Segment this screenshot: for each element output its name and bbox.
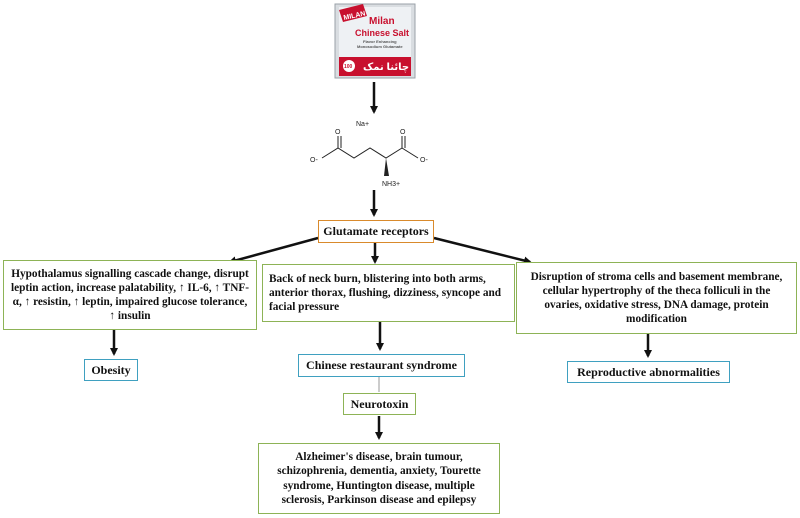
packet-urdu-label: چائنا نمک: [363, 62, 409, 73]
obesity-label: Obesity: [91, 362, 131, 377]
neurotoxin-node: Neurotoxin: [343, 393, 416, 415]
carboxyl-oxygen-left: O: [335, 129, 341, 136]
packet-tagline-1: Flavor Enhancing: [363, 39, 397, 44]
glutamate-receptors-label: Glutamate receptors: [323, 224, 429, 238]
ovary-disruption-text: Disruption of stroma cells and basement …: [530, 270, 783, 326]
glutamate-receptors-node: Glutamate receptors: [318, 220, 434, 243]
chinese-salt-packet-image: MILAN Milan Chinese Salt Flavor Enhancin…: [333, 2, 417, 80]
packet-tagline-2: Monosodium Glutamate: [357, 44, 403, 49]
symptoms-node: Back of neck burn, blistering into both …: [262, 264, 515, 322]
neurotoxin-label: Neurotoxin: [350, 396, 409, 411]
packet-product: Chinese Salt: [355, 28, 409, 38]
hypothalamus-text: Hypothalamus signalling cascade change, …: [10, 267, 250, 323]
symptoms-text: Back of neck burn, blistering into both …: [269, 272, 502, 314]
sodium-cation-label: Na+: [356, 121, 369, 128]
packet-seal: 100: [344, 64, 353, 70]
carboxyl-oxygen-right: O: [400, 129, 406, 136]
arrow-receptors-to-ovary: [433, 236, 532, 265]
arrow-receptors-to-hypothalamus: [228, 236, 319, 265]
packet-brand: Milan: [369, 16, 395, 27]
reproductive-abnormalities-label: Reproductive abnormalities: [577, 364, 720, 379]
diseases-node: Alzheimer's disease, brain tumour, schiz…: [258, 443, 500, 514]
chinese-restaurant-syndrome-label: Chinese restaurant syndrome: [306, 358, 457, 372]
obesity-node: Obesity: [84, 359, 138, 381]
carboxylate-left-label: O-: [310, 157, 318, 164]
ammonium-label: NH3+: [382, 181, 400, 188]
chinese-restaurant-syndrome-node: Chinese restaurant syndrome: [298, 354, 465, 377]
glutamate-molecule-structure: Na+ O O O- O- NH3+: [300, 110, 450, 195]
carboxylate-right-label: O-: [420, 157, 428, 164]
hypothalamus-node: Hypothalamus signalling cascade change, …: [3, 260, 257, 330]
reproductive-abnormalities-node: Reproductive abnormalities: [567, 361, 730, 383]
diseases-text: Alzheimer's disease, brain tumour, schiz…: [277, 451, 481, 506]
packet-brand-badge: MILAN: [343, 10, 366, 21]
ovary-disruption-node: Disruption of stroma cells and basement …: [516, 262, 797, 334]
packet-seal-icon: [343, 60, 355, 72]
